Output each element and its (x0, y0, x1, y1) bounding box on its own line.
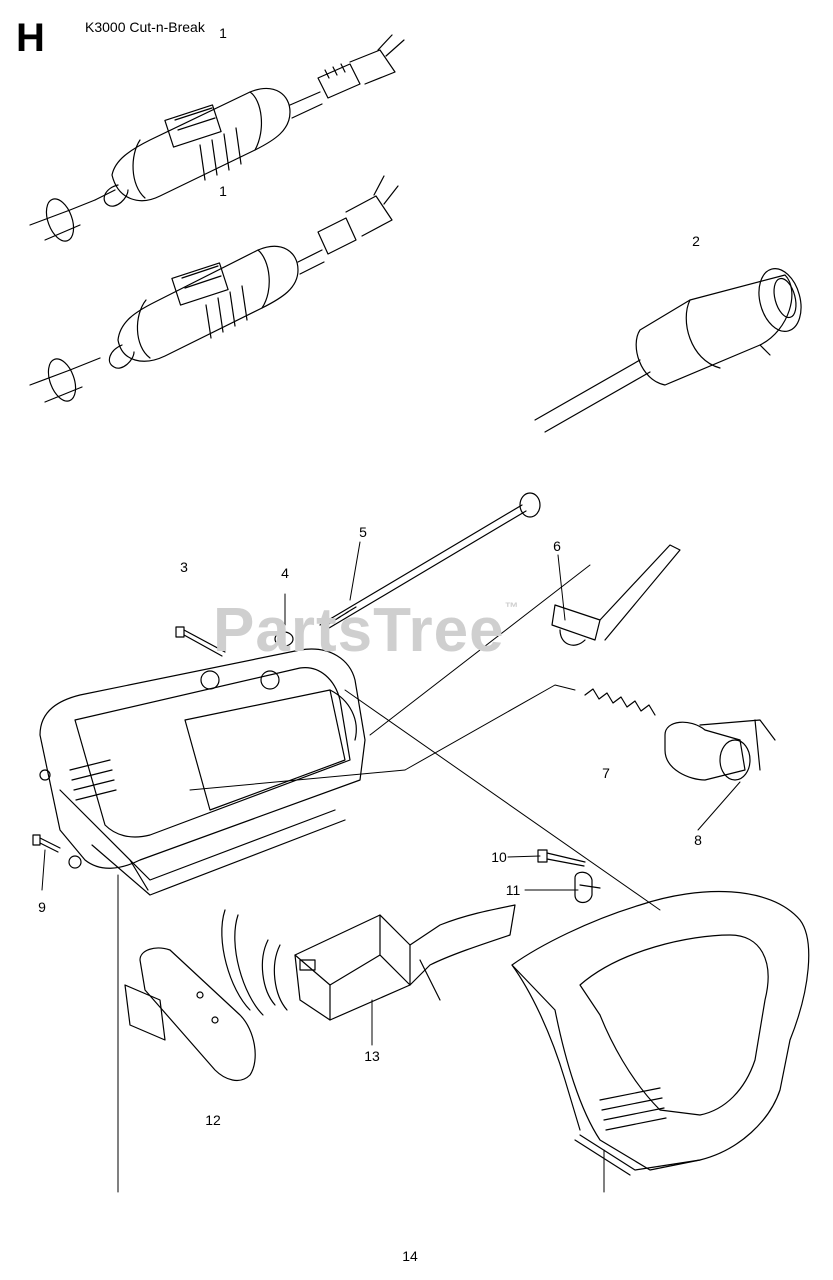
part-12-plates (125, 910, 287, 1080)
page-number: 14 (402, 1248, 418, 1264)
callout-8: 8 (694, 832, 702, 848)
part-4-washer (275, 632, 293, 646)
part-1-prcd-cable-upper (30, 35, 404, 245)
callout-5: 5 (359, 524, 367, 540)
callout-13: 13 (364, 1048, 380, 1064)
part-7-spring (585, 689, 655, 715)
callout-6: 6 (553, 538, 561, 554)
part-3-screw (176, 627, 225, 656)
housing-left (40, 649, 365, 895)
leader-lines (42, 542, 740, 1192)
diagram-title: K3000 Cut-n-Break (85, 19, 205, 35)
part-1-prcd-cable-lower (30, 176, 398, 405)
part-13-switch (295, 905, 515, 1020)
section-letter: H (16, 16, 45, 60)
part-8-trigger (665, 720, 775, 780)
callout-9: 9 (38, 899, 46, 915)
callout-7: 7 (602, 765, 610, 781)
callout-1-lower: 1 (219, 183, 227, 199)
part-11-clip (575, 872, 600, 902)
parts-tree-watermark: PartsTree™ (213, 596, 520, 665)
part-2-connector (535, 264, 808, 432)
callout-3: 3 (180, 559, 188, 575)
callout-11: 11 (505, 882, 521, 898)
part-5-rod (320, 493, 540, 631)
callout-10: 10 (491, 849, 507, 865)
part-10-screw (538, 850, 585, 866)
handle-right (512, 891, 809, 1175)
part-6-bracket (552, 545, 680, 645)
callout-4: 4 (281, 565, 289, 581)
part-9-screw (33, 835, 60, 852)
callout-12: 12 (205, 1112, 221, 1128)
callout-1-upper: 1 (219, 25, 227, 41)
callout-2: 2 (692, 233, 700, 249)
